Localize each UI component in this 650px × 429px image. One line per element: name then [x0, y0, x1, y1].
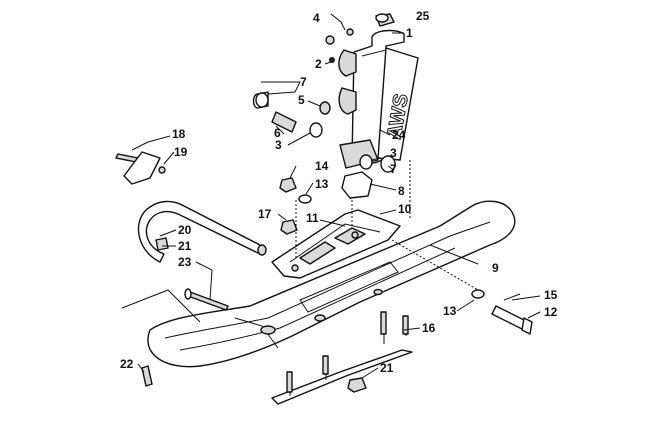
- callout-23: 23: [178, 255, 192, 269]
- callout-6: 6: [274, 126, 281, 140]
- callout-20: 20: [178, 223, 192, 237]
- leader-lines: [121, 13, 541, 379]
- ski-handle-loop: [137, 200, 267, 263]
- callout-7-upper: 7: [300, 75, 307, 89]
- callout-25: 25: [416, 9, 430, 23]
- callout-1: 1: [406, 26, 413, 40]
- spindle: AWS: [338, 29, 419, 169]
- callout-3-lower: 3: [390, 146, 397, 160]
- callout-7-lower: 7: [390, 162, 397, 176]
- callout-11: 11: [306, 211, 319, 225]
- callout-3-upper: 3: [275, 138, 282, 152]
- callout-10: 10: [398, 202, 412, 216]
- bushings: [252, 91, 396, 199]
- callout-24: 24: [392, 128, 406, 142]
- wear-bars: [271, 311, 413, 405]
- callout-2: 2: [315, 57, 322, 71]
- bolts: [115, 153, 533, 387]
- callout-12: 12: [544, 305, 558, 319]
- callout-9: 9: [492, 261, 499, 275]
- callout-22: 22: [120, 357, 134, 371]
- callout-15: 15: [544, 288, 558, 302]
- ski-body: [147, 200, 516, 368]
- callout-labels: 1 2 3 3 4 5 6 7 7 8 9 10 11 12 13 13 14 …: [120, 9, 558, 375]
- callout-14: 14: [315, 159, 329, 173]
- callout-13-lower: 13: [443, 304, 457, 318]
- callout-19: 19: [174, 145, 188, 159]
- hardware: [155, 13, 485, 393]
- callout-4: 4: [313, 11, 320, 25]
- callout-21-lower: 21: [380, 361, 394, 375]
- callout-17: 17: [258, 207, 272, 221]
- callout-16: 16: [422, 321, 436, 335]
- callout-13-upper: 13: [315, 177, 329, 191]
- callout-21-upper: 21: [178, 239, 192, 253]
- spindle-logo-text: AWS: [383, 92, 413, 141]
- callout-5: 5: [298, 93, 305, 107]
- callout-18: 18: [172, 127, 186, 141]
- callout-8: 8: [398, 184, 405, 198]
- ski-bracket: [123, 151, 166, 185]
- ski-saddle: [271, 209, 401, 279]
